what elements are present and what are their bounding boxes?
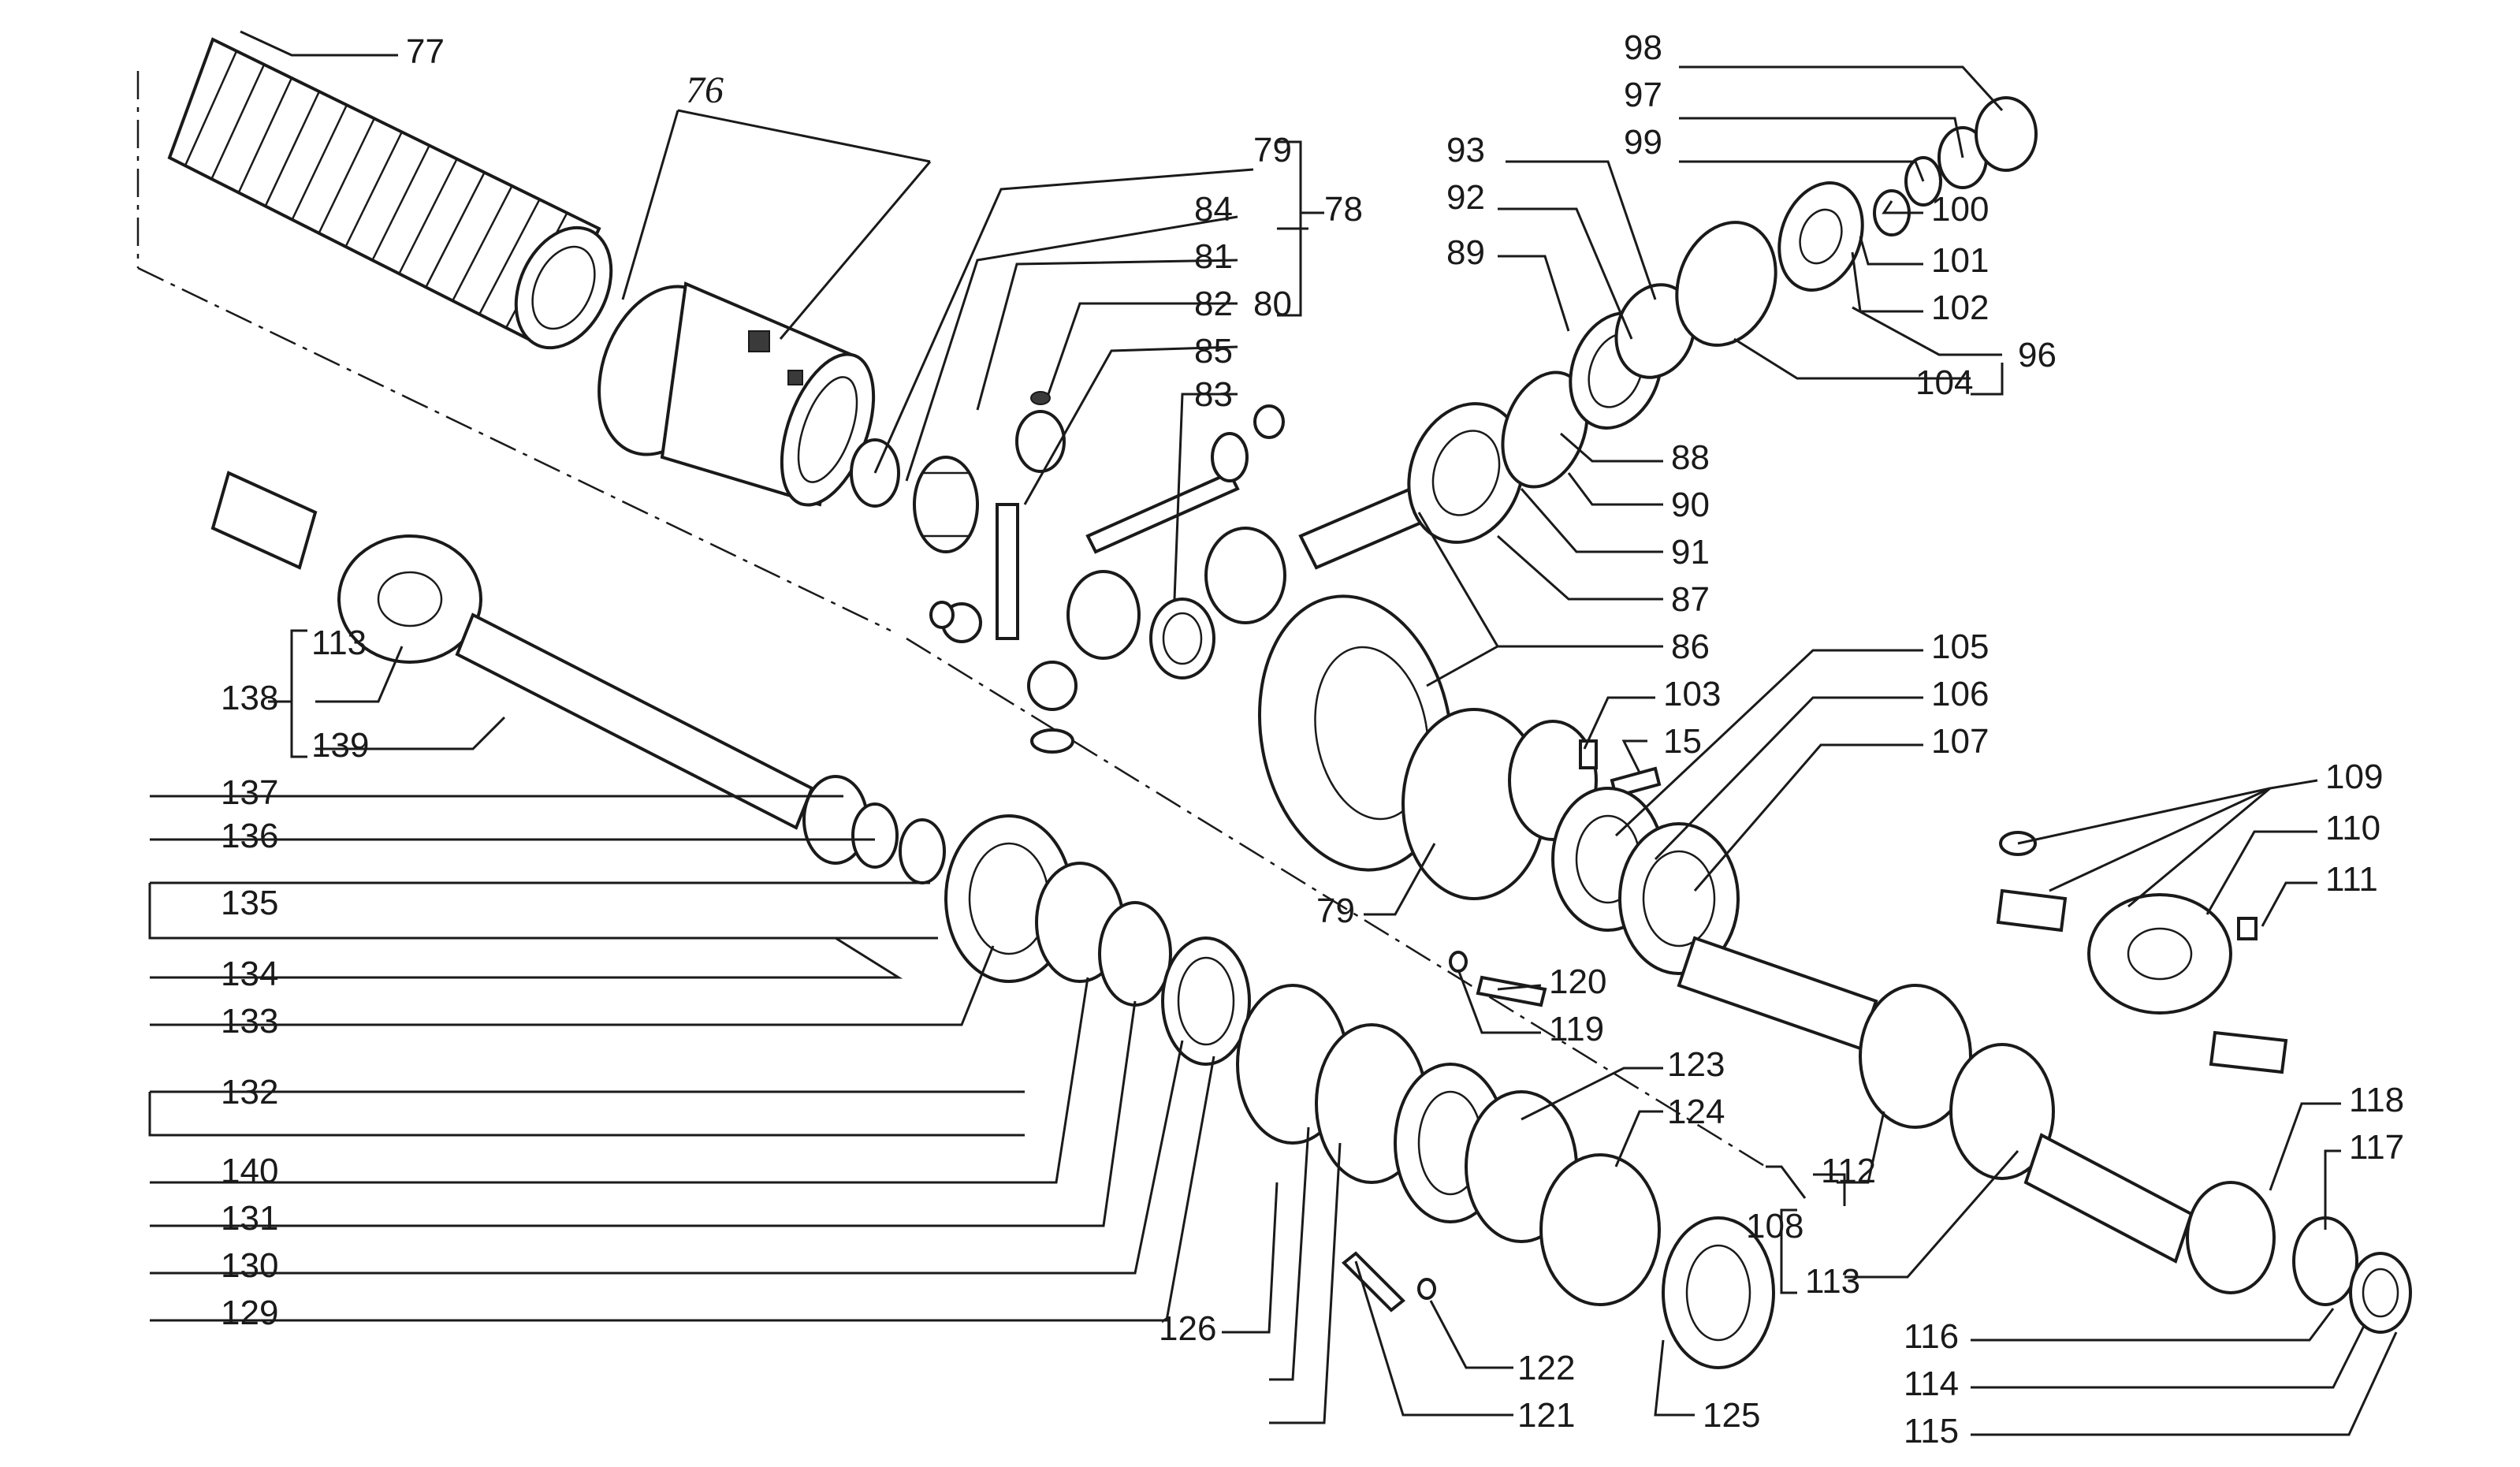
callout-123: 123 bbox=[1667, 1045, 1725, 1084]
callout-87: 87 bbox=[1671, 580, 1710, 619]
leader-lines bbox=[148, 30, 2398, 1436]
part-76-differential-housing bbox=[597, 281, 876, 507]
callout-116: 116 bbox=[1904, 1317, 1959, 1356]
callout-105: 105 bbox=[1931, 627, 1989, 666]
callout-124: 124 bbox=[1667, 1093, 1725, 1131]
part-81-planet-gear bbox=[1015, 391, 1066, 473]
callout-100: 100 bbox=[1931, 190, 1989, 229]
callout-113-right: 113 bbox=[1805, 1262, 1860, 1301]
callout-122: 122 bbox=[1517, 1349, 1575, 1387]
part-92-93-bearing-cup bbox=[1614, 283, 1696, 379]
part-123-125-hub bbox=[1465, 1090, 1775, 1369]
callout-111: 111 bbox=[2325, 860, 2378, 899]
callout-130: 130 bbox=[221, 1246, 278, 1285]
callout-117: 117 bbox=[2349, 1128, 2404, 1167]
callout-115: 115 bbox=[1904, 1412, 1959, 1450]
callout-120: 120 bbox=[1549, 962, 1606, 1001]
callout-86: 86 bbox=[1671, 627, 1710, 666]
callout-97: 97 bbox=[1624, 76, 1662, 114]
callout-104: 104 bbox=[1915, 363, 1973, 402]
callout-103: 103 bbox=[1663, 675, 1721, 713]
callout-119: 119 bbox=[1549, 1010, 1604, 1048]
assembly-axis-lines bbox=[136, 71, 1766, 1168]
callout-99: 99 bbox=[1624, 123, 1662, 162]
callout-96: 96 bbox=[2018, 336, 2057, 374]
part-96-flange bbox=[1675, 181, 1864, 347]
callout-102: 102 bbox=[1931, 289, 1989, 327]
callout-101: 101 bbox=[1931, 241, 1989, 280]
part-86-crown-wheel bbox=[1257, 594, 1598, 900]
callout-136: 136 bbox=[221, 817, 278, 855]
part-109-111-yoke-cross bbox=[1996, 831, 2288, 1074]
callout-108: 108 bbox=[1746, 1207, 1803, 1245]
callout-15: 15 bbox=[1663, 722, 1702, 761]
part-138-left-axle bbox=[210, 471, 869, 865]
callout-139: 139 bbox=[311, 726, 369, 765]
callout-107: 107 bbox=[1931, 722, 1989, 761]
callout-137: 137 bbox=[221, 773, 278, 812]
callout-129: 129 bbox=[221, 1294, 278, 1332]
callout-110: 110 bbox=[2325, 809, 2380, 847]
callout-82: 82 bbox=[1194, 285, 1233, 323]
callout-90: 90 bbox=[1671, 486, 1710, 524]
callout-140: 140 bbox=[221, 1152, 278, 1190]
part-112-113-right-axle bbox=[1677, 936, 2194, 1264]
callout-88: 88 bbox=[1671, 438, 1710, 477]
callout-132: 132 bbox=[221, 1073, 278, 1111]
callout-80: 80 bbox=[1253, 285, 1292, 323]
callout-81: 81 bbox=[1194, 237, 1233, 276]
part-114-118-seals bbox=[2186, 1181, 2412, 1334]
callout-92: 92 bbox=[1446, 178, 1485, 217]
callout-112: 112 bbox=[1821, 1152, 1876, 1190]
callout-133: 133 bbox=[221, 1002, 278, 1041]
callout-76: 76 bbox=[686, 69, 724, 111]
callout-131: 131 bbox=[221, 1199, 278, 1238]
callout-85: 85 bbox=[1194, 332, 1233, 370]
callout-126: 126 bbox=[1159, 1309, 1216, 1348]
part-85-pin bbox=[996, 471, 1240, 640]
part-129-137-rings bbox=[851, 802, 1251, 1066]
part-82-small-gears bbox=[929, 601, 1078, 754]
callout-114: 114 bbox=[1904, 1365, 1959, 1403]
callout-106: 106 bbox=[1931, 675, 1989, 713]
callout-79-lower: 79 bbox=[1316, 892, 1355, 930]
callout-118: 118 bbox=[2349, 1081, 2404, 1119]
callout-138: 138 bbox=[221, 679, 278, 717]
callout-98: 98 bbox=[1624, 28, 1662, 67]
callout-125: 125 bbox=[1703, 1396, 1760, 1435]
part-86-pinion-shaft bbox=[1204, 402, 1525, 624]
callout-77: 77 bbox=[406, 32, 445, 71]
callout-78: 78 bbox=[1324, 190, 1363, 229]
callout-89: 89 bbox=[1446, 233, 1485, 272]
callout-labels: 77 76 79 78 84 81 82 80 85 83 98 97 99 9… bbox=[221, 28, 2404, 1450]
part-84-side-gear bbox=[850, 438, 979, 553]
callout-93: 93 bbox=[1446, 131, 1485, 169]
callout-121: 121 bbox=[1517, 1396, 1575, 1435]
callout-113-left: 113 bbox=[311, 624, 367, 662]
callout-79: 79 bbox=[1253, 131, 1292, 169]
callout-91: 91 bbox=[1671, 533, 1710, 572]
part-77-corrugated-sleeve bbox=[167, 37, 613, 350]
callout-134: 134 bbox=[221, 955, 278, 993]
callout-109: 109 bbox=[2325, 758, 2383, 796]
part-105-107-bearings bbox=[1551, 787, 1740, 975]
callout-135: 135 bbox=[221, 884, 278, 922]
callout-84: 84 bbox=[1194, 190, 1233, 229]
part-83-gear-washer bbox=[1066, 404, 1285, 680]
callout-83: 83 bbox=[1194, 375, 1233, 414]
